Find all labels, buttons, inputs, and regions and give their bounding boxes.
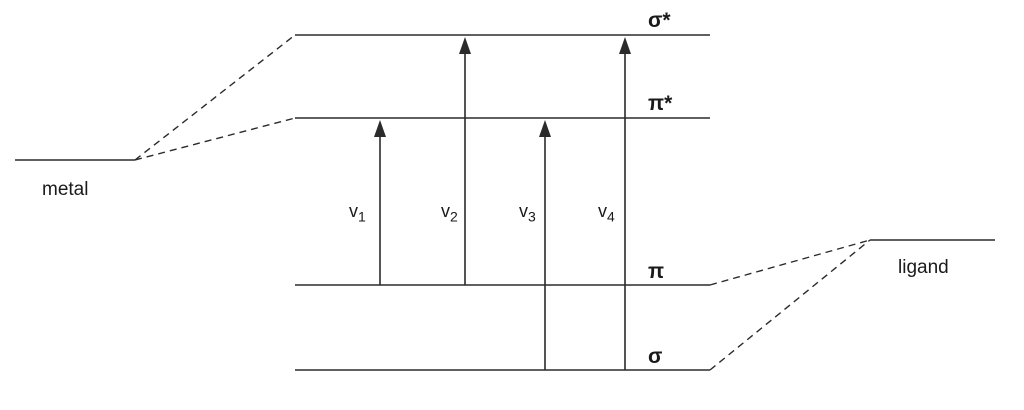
- ligand-label: ligand: [898, 257, 949, 278]
- transition-v2-label-base: v: [441, 201, 450, 221]
- transition-v1-arrowhead-icon: [374, 120, 386, 137]
- metal-to-pi-star-correlation-line: [134, 117, 296, 161]
- transition-v4-label-base: v: [598, 201, 607, 221]
- pi-star-label: π*: [648, 92, 673, 115]
- transition-v3-label: v3: [519, 201, 536, 224]
- transition-v3-label-base: v: [519, 201, 528, 221]
- sigma-label: σ: [648, 345, 663, 368]
- transition-v2-label-sub: 2: [450, 208, 458, 225]
- sigma-to-ligand-correlation-line: [709, 239, 871, 371]
- transition-v1-label-sub: 1: [358, 208, 366, 225]
- transition-v1-label: v1: [349, 201, 366, 224]
- sigma-star-label: σ*: [648, 9, 671, 32]
- pi-to-ligand-correlation-line: [709, 239, 871, 286]
- transition-v3-label-sub: 3: [528, 208, 536, 225]
- transition-v3-arrowhead-icon: [539, 120, 551, 137]
- transition-v2-arrowhead-icon: [459, 37, 471, 54]
- metal-to-sigma-star-correlation-line: [134, 34, 296, 161]
- transition-v2-label: v2: [441, 201, 458, 224]
- transition-v4-label: v4: [598, 201, 615, 224]
- metal-label: metal: [42, 179, 89, 200]
- transition-v4-arrowhead-icon: [619, 37, 631, 54]
- transition-v4-label-sub: 4: [607, 208, 615, 225]
- pi-label: π: [648, 260, 665, 283]
- transition-v1-label-base: v: [349, 201, 358, 221]
